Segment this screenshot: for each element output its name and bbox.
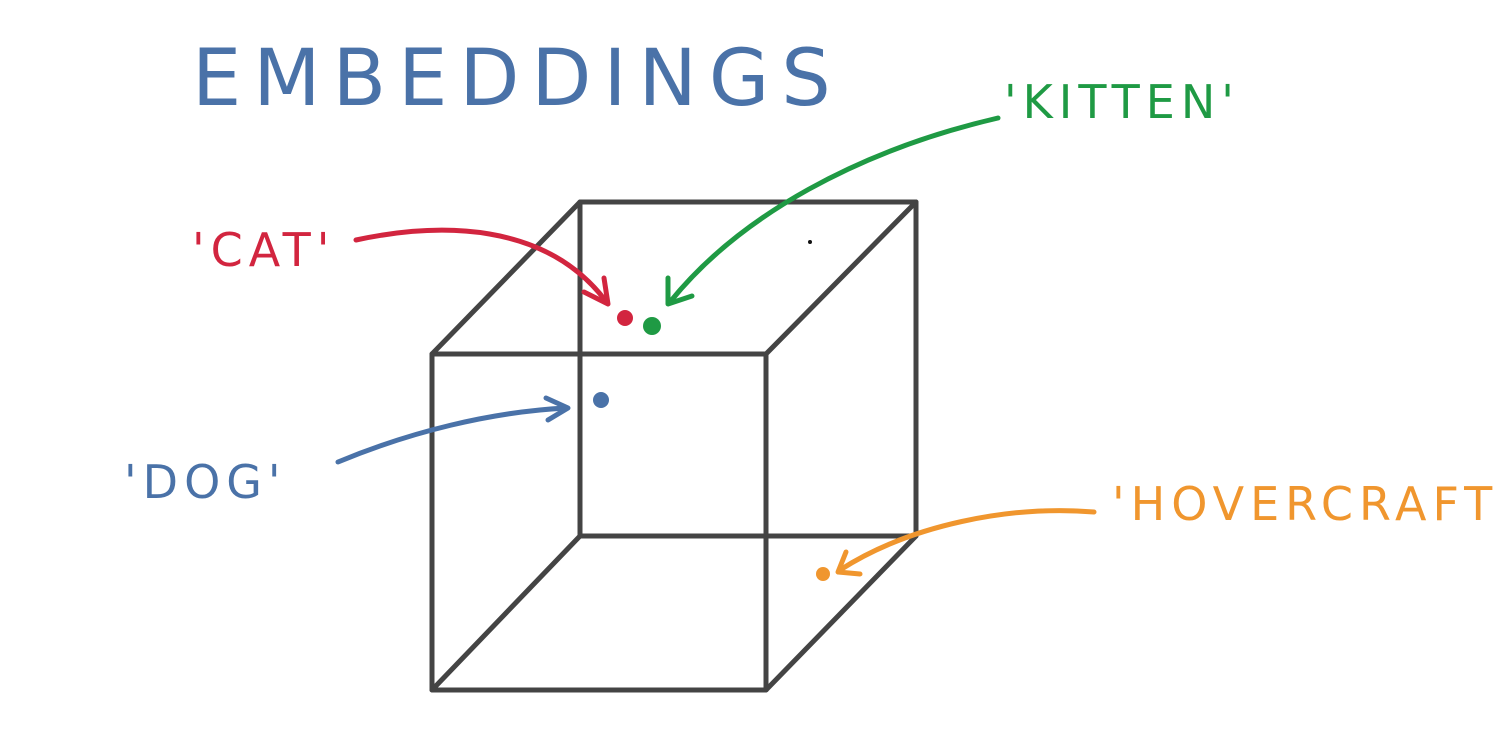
kitten-arrowhead xyxy=(665,275,695,307)
hovercraft-arrowhead xyxy=(835,549,863,577)
cube-edge-top-left xyxy=(429,199,583,357)
word-dog: 'DOG' xyxy=(124,392,609,509)
hovercraft-arrow xyxy=(837,508,1097,573)
kitten-arrow xyxy=(667,115,1001,305)
word-cat: 'CAT' xyxy=(192,223,633,326)
kitten-point xyxy=(643,317,661,335)
cat-arrow xyxy=(353,227,608,303)
dog-arrowhead xyxy=(543,395,571,423)
diagram-title: EMBEDDINGS xyxy=(192,34,843,124)
dog-arrow xyxy=(335,405,569,465)
dog-label: 'DOG' xyxy=(124,455,287,509)
cat-label: 'CAT' xyxy=(192,223,335,277)
kitten-label: 'KITTEN' xyxy=(1004,75,1240,129)
speck-dot xyxy=(808,240,812,244)
dog-point xyxy=(593,392,609,408)
cube-edge-bottom-left xyxy=(429,533,583,693)
hovercraft-point xyxy=(816,567,830,581)
word-kitten: 'KITTEN' xyxy=(643,75,1240,335)
hovercraft-label: 'HOVERCRAFT' xyxy=(1112,477,1499,531)
cube-edge-bottom-right xyxy=(763,533,919,693)
cat-point xyxy=(617,310,633,326)
word-hovercraft: 'HOVERCRAFT' xyxy=(816,477,1499,581)
cat-arrowhead xyxy=(581,275,611,307)
cube-wireframe xyxy=(429,199,919,693)
cube-edge-top-right xyxy=(763,199,919,357)
